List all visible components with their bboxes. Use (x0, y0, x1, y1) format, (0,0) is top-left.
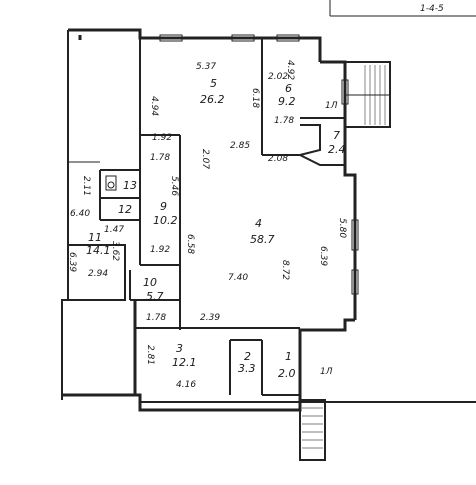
room-area-10: 5.7 (146, 290, 164, 303)
stair-label-bottom: 1Л (320, 367, 333, 377)
dim-label: 1.78 (150, 153, 170, 163)
room-area-4: 58.7 (250, 233, 275, 246)
room-num-12: 12 (118, 203, 132, 216)
dim-label: 6.39 (67, 252, 77, 272)
dim-label: 4.94 (149, 96, 159, 116)
dim-label: 2.11 (81, 176, 91, 196)
room-area-11: 14.1 (86, 244, 111, 257)
dim-label: 1.78 (146, 313, 166, 323)
room-area-7: 2.4 (328, 143, 346, 156)
dim-label: 2.39 (200, 313, 220, 323)
room-area-2: 3.3 (238, 362, 256, 375)
room-num-4: 4 (255, 217, 262, 230)
room-labels: 1 2.0 2 3.3 3 12.1 4 58.7 5 26.2 6 9.2 7… (86, 77, 346, 380)
stamp-frame: 1-4-5 (329, 0, 476, 17)
dim-label: 1.47 (104, 225, 124, 235)
room-area-1: 2.0 (278, 367, 296, 380)
dim-label: 6.40 (70, 209, 90, 219)
dim-label: 5.80 (337, 218, 347, 238)
room-num-7: 7 (333, 129, 340, 142)
room-num-3: 3 (176, 342, 183, 355)
dim-label: 4.92 (285, 60, 295, 80)
dim-label: 6.39 (318, 246, 328, 266)
dim-label: 1.92 (150, 245, 170, 255)
dim-label: 6.58 (185, 234, 195, 254)
dim-label: 2.07 (200, 149, 210, 169)
room-num-1: 1 (285, 350, 292, 363)
dim-label: 1.92 (152, 133, 172, 143)
corner-text: 1-4-5 (420, 4, 444, 14)
room-num-10: 10 (143, 276, 157, 289)
dim-label: 6.18 (250, 88, 260, 108)
stair-bottom (299, 399, 326, 461)
room-area-3: 12.1 (172, 356, 197, 369)
dim-label: 2.81 (145, 345, 155, 365)
room-area-9: 10.2 (153, 214, 178, 227)
room-area-5: 26.2 (200, 93, 225, 106)
dim-label: 1.78 (274, 116, 294, 126)
room-num-5: 5 (210, 77, 217, 90)
stair-labels: 1Л 1Л (320, 101, 338, 377)
dim-label: 7.40 (228, 273, 248, 283)
dim-label: 4.16 (176, 380, 196, 390)
room-num-6: 6 (285, 82, 292, 95)
room-num-13: 13 (123, 179, 137, 192)
interior-walls (68, 38, 345, 396)
room-num-2: 2 (244, 350, 251, 363)
dim-label: 2.02 (268, 72, 288, 82)
dim-label: 8.72 (280, 260, 290, 280)
dim-label: 2.94 (88, 269, 108, 279)
dim-label: 5.37 (196, 62, 216, 72)
stair-top (344, 61, 391, 128)
room-area-6: 9.2 (278, 95, 296, 108)
toilet-fixtures (105, 175, 117, 191)
room-num-11: 11 (88, 231, 102, 244)
dimension-labels: 5.37 4.94 6.18 4.92 2.02 1.78 2.08 1.92 … (67, 60, 347, 390)
dim-label: 2.08 (268, 154, 288, 164)
room-num-9: 9 (160, 200, 167, 213)
dim-label: 5.46 (169, 176, 179, 196)
dim-label: 3.62 (110, 241, 120, 261)
dim-label: 2.85 (230, 141, 250, 151)
stair-label-top: 1Л (325, 101, 338, 111)
